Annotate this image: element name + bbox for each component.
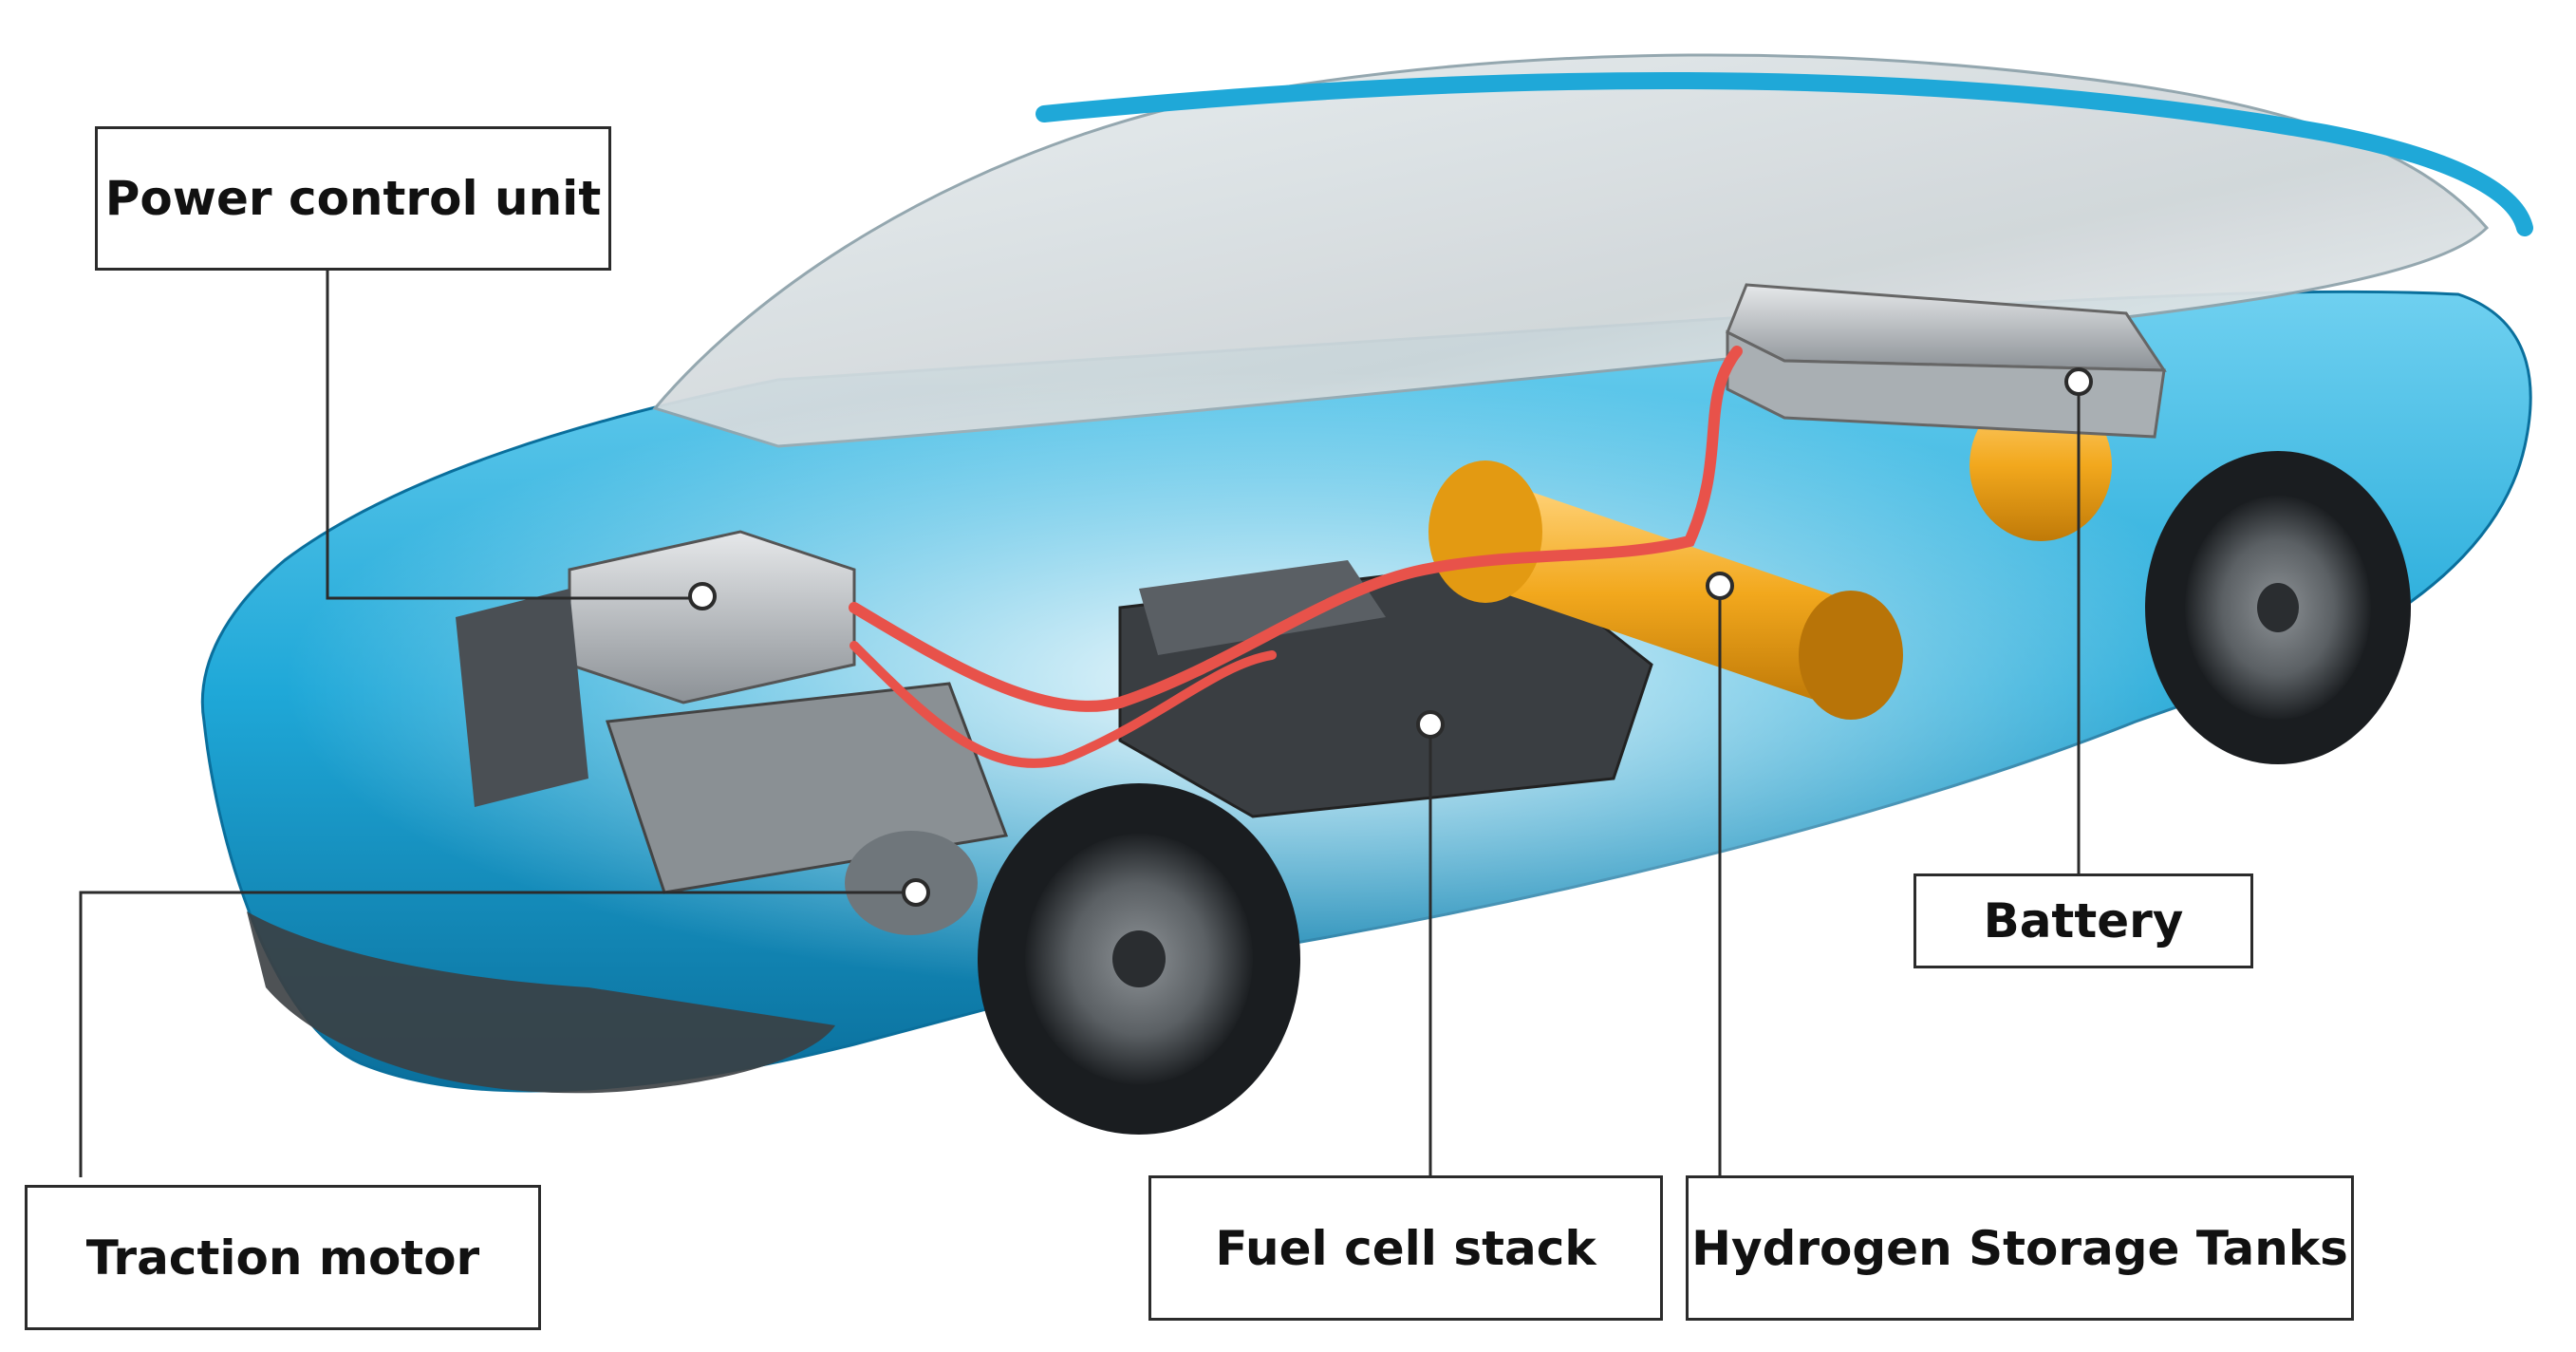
dot-hydrogen-tanks [1706,572,1734,600]
cable-icon [849,346,1743,712]
roof-edge-icon [1036,72,2533,236]
cable-icon-2 [849,641,1277,768]
battery-pack-icon [1726,283,2167,439]
label-battery: Battery [1913,873,2253,968]
dot-fuel-cell-stack [1416,710,1445,739]
dot-battery [2064,367,2093,396]
leader-traction-motor [79,891,916,1177]
label-power-control-unit: Power control unit [95,126,611,271]
label-hydrogen-storage-tanks: Hydrogen Storage Tanks [1686,1175,2354,1321]
leader-lines [79,271,2081,1177]
power-control-unit-icon [456,530,856,807]
front-wheel-icon [978,783,1300,1135]
dot-traction-motor [902,878,930,907]
label-text-power-control-unit: Power control unit [104,171,602,226]
traction-motor-icon [605,682,1009,935]
label-text-hydrogen-storage-tanks: Hydrogen Storage Tanks [1691,1220,2348,1276]
label-traction-motor: Traction motor [25,1185,541,1330]
rear-wheel-icon [2145,451,2411,764]
label-text-battery: Battery [1983,893,2184,948]
dot-power-control-unit [688,582,717,610]
leader-power-control-unit [326,271,702,600]
leader-dots [688,367,2093,907]
label-fuel-cell-stack: Fuel cell stack [1148,1175,1663,1321]
label-text-fuel-cell-stack: Fuel cell stack [1215,1220,1596,1276]
front-grille-icon [247,911,835,1094]
label-text-traction-motor: Traction motor [85,1230,480,1286]
